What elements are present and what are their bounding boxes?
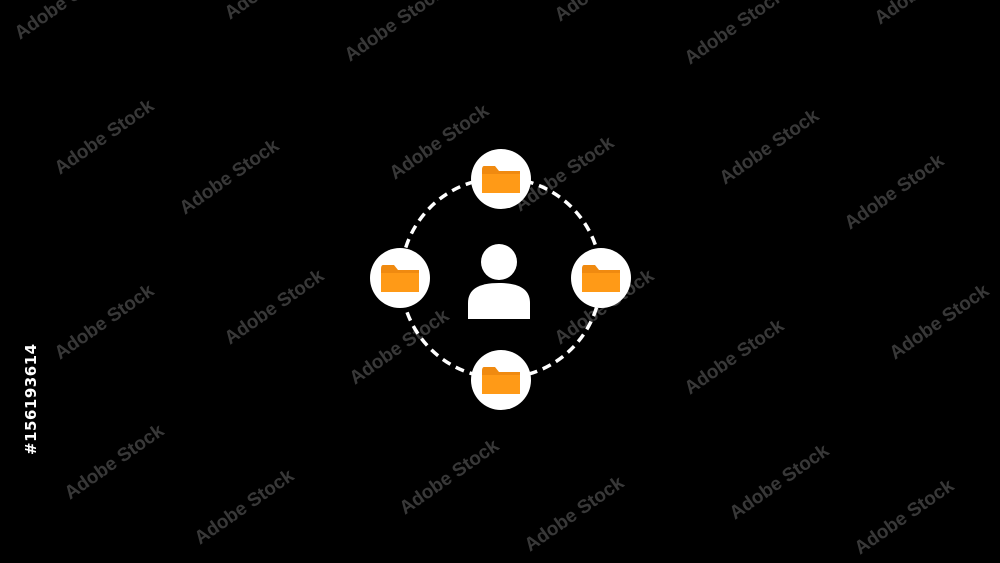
folder-node-right [571,248,631,308]
folder-icon [582,265,620,292]
folder-icon [482,367,520,394]
stock-id-label: #156193614 [22,343,40,455]
folder-icon [381,265,419,292]
folder-node-bottom [471,350,531,410]
user-icon [468,244,530,319]
folder-node-left [370,248,430,308]
folder-icon [482,166,520,193]
folder-node-top [471,149,531,209]
